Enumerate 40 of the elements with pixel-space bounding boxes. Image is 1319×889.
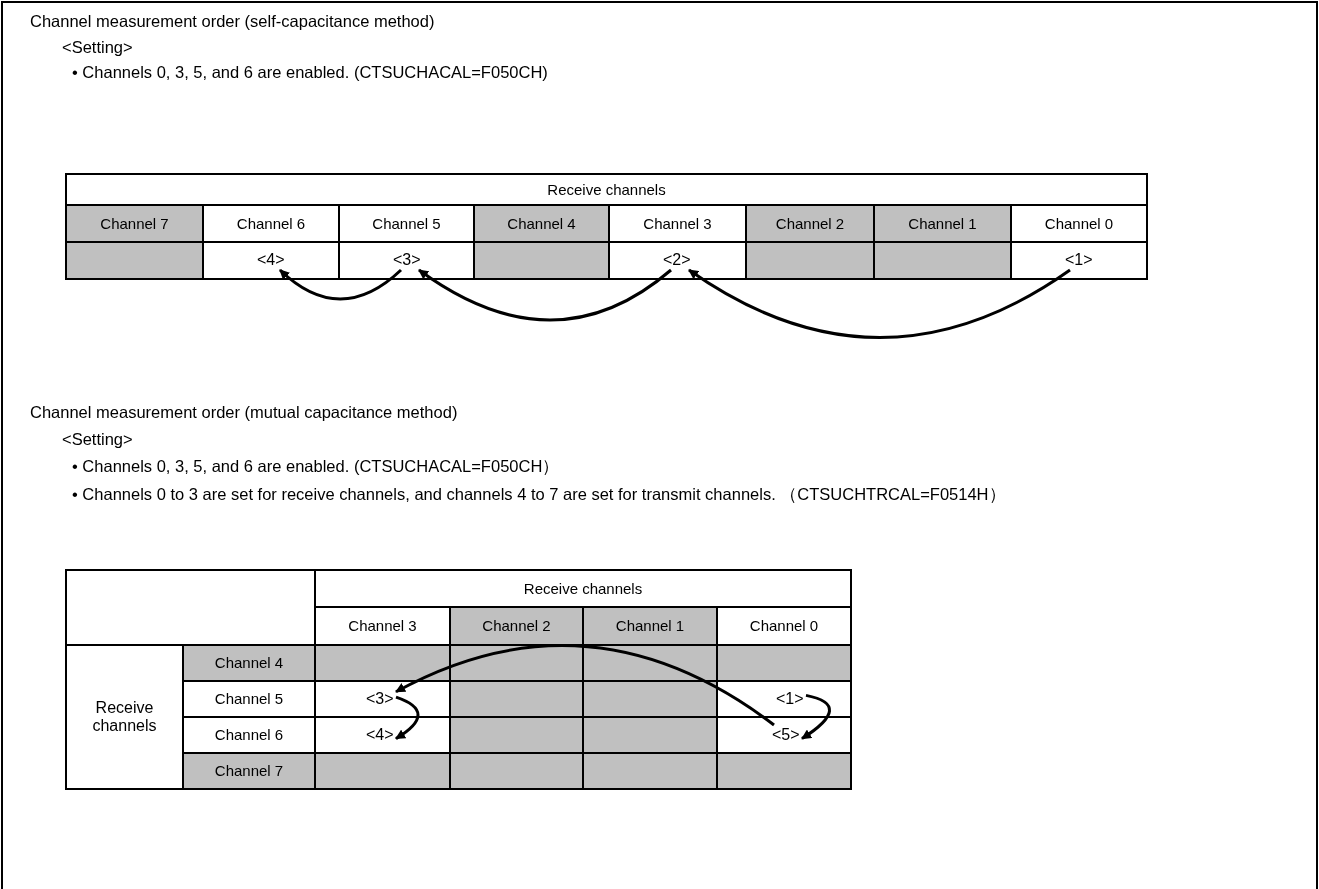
heading: Channel measurement order (self-capacitance method) xyxy=(30,12,435,31)
row-group-header: Receive channels xyxy=(91,698,158,736)
column-header: Channel 5 xyxy=(371,213,442,234)
order-mark: <2> xyxy=(662,251,692,269)
bullet-text: • Channels 0, 3, 5, and 6 are enabled. (CTSUCHACAL=F050CH） xyxy=(72,456,560,477)
column-header: Channel 3 xyxy=(347,616,418,636)
bullet-text: • Channels 0 to 3 are set for receive channels, and channels 4 to 7 are set for transmit channels. （CTSUCHTRCAL=F0514H） xyxy=(72,484,1007,505)
column-group-header: Receive channels xyxy=(522,578,644,599)
row-header: Channel 6 xyxy=(213,725,285,745)
setting-heading: <Setting> xyxy=(62,38,133,57)
curved-arrow xyxy=(418,268,672,322)
column-header: Channel 0 xyxy=(1043,213,1115,234)
column-header: Channel 2 xyxy=(774,213,846,234)
curved-arrow xyxy=(801,693,831,740)
column-header: Channel 1 xyxy=(907,213,978,234)
heading: Channel measurement order (mutual capacitance method) xyxy=(30,403,458,422)
order-mark: <4> xyxy=(365,726,395,744)
column-header: Channel 7 xyxy=(99,213,170,234)
order-mark: <4> xyxy=(256,251,286,269)
row-header: Channel 4 xyxy=(213,653,285,673)
curved-arrow xyxy=(395,644,775,727)
curved-arrow xyxy=(279,268,402,301)
order-mark: <5> xyxy=(771,726,801,744)
column-header: Channel 6 xyxy=(235,213,307,234)
setting-heading: <Setting> xyxy=(62,430,133,449)
column-header: Channel 3 xyxy=(642,213,713,234)
column-header: Channel 1 xyxy=(614,616,686,636)
bullet-text: • Channels 0, 3, 5, and 6 are enabled. (CTSUCHACAL=F050CH) xyxy=(72,63,548,82)
order-mark: <1> xyxy=(775,690,805,708)
order-mark: <3> xyxy=(392,251,422,269)
row-header: Channel 7 xyxy=(213,761,285,781)
order-mark: <3> xyxy=(365,690,395,708)
row-header: Channel 5 xyxy=(213,689,285,709)
curved-arrow xyxy=(395,695,420,740)
order-mark: <1> xyxy=(1064,251,1094,269)
column-group-header: Receive channels xyxy=(546,179,667,200)
curved-arrow xyxy=(688,268,1071,339)
column-header: Channel 4 xyxy=(506,213,577,234)
column-header: Channel 2 xyxy=(481,616,552,636)
column-header: Channel 0 xyxy=(748,616,820,636)
